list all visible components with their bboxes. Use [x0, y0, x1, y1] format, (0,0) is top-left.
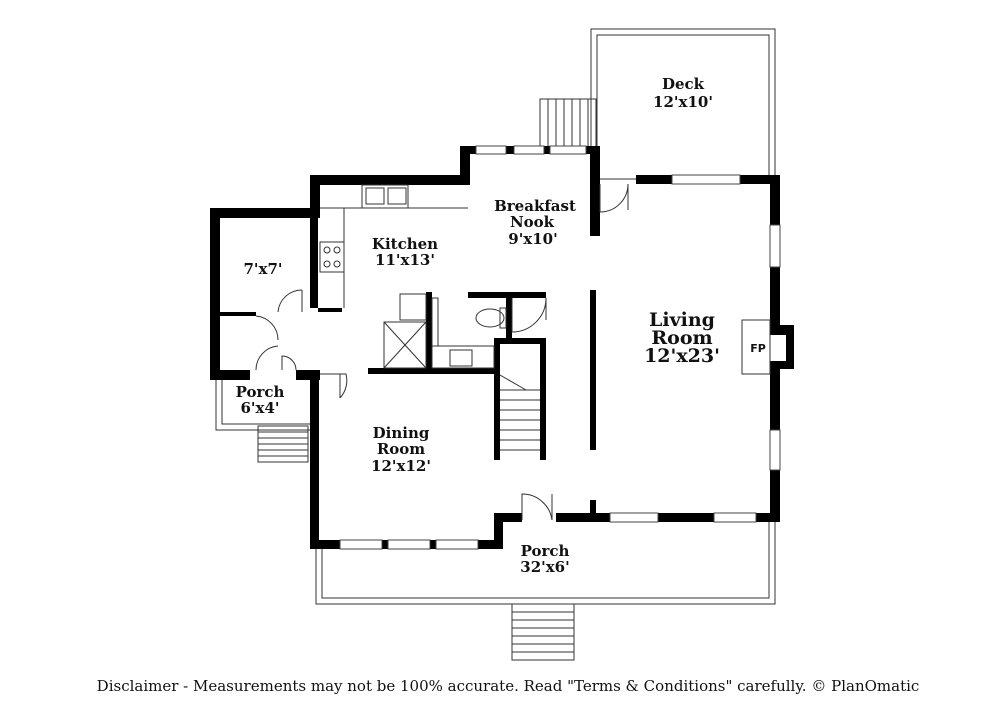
living-room-name-1: Living: [649, 309, 715, 331]
side-porch-size: 6'x4': [240, 399, 279, 417]
disclaimer-text: Disclaimer - Measurements may not be 100…: [97, 677, 920, 695]
living-room-size: 12'x23': [644, 345, 720, 367]
breakfast-nook-size: 9'x10': [508, 230, 557, 248]
dining-room-name-2: Room: [377, 440, 425, 458]
kitchen-name: Kitchen: [372, 235, 438, 253]
living-room-name-2: Room: [651, 327, 712, 349]
bathroom-fixtures: [431, 297, 507, 369]
fireplace-label: FP: [750, 342, 766, 355]
front-porch-stairs: [511, 603, 575, 661]
doors: [255, 183, 629, 521]
breakfast-nook-name-2: Nook: [510, 213, 555, 231]
dining-room-size: 12'x12': [371, 457, 431, 475]
closet-size: 7'x7': [243, 260, 282, 278]
dining-room-name-1: Dining: [373, 424, 430, 442]
deck-size: 12'x10': [653, 93, 713, 111]
side-porch-stairs: [257, 425, 309, 463]
room-labels: Deck 12'x10' Breakfast Nook 9'x10' Kitch…: [236, 75, 720, 576]
front-porch-size: 32'x6': [520, 558, 569, 576]
kitchen-size: 11'x13': [375, 251, 435, 269]
kitchen-counter: [319, 184, 468, 308]
windows: [339, 145, 781, 550]
breakfast-nook-name-1: Breakfast: [494, 197, 576, 215]
interior-stairs: [499, 374, 540, 451]
fireplace: FP: [741, 319, 771, 375]
deck-stairs: [539, 98, 597, 148]
side-porch-outline: [215, 378, 310, 431]
kitchen-island: [383, 293, 427, 369]
front-porch-name: Porch: [521, 542, 570, 560]
interior-walls: [220, 290, 596, 520]
side-porch-name: Porch: [236, 383, 285, 401]
deck-name: Deck: [662, 75, 705, 93]
